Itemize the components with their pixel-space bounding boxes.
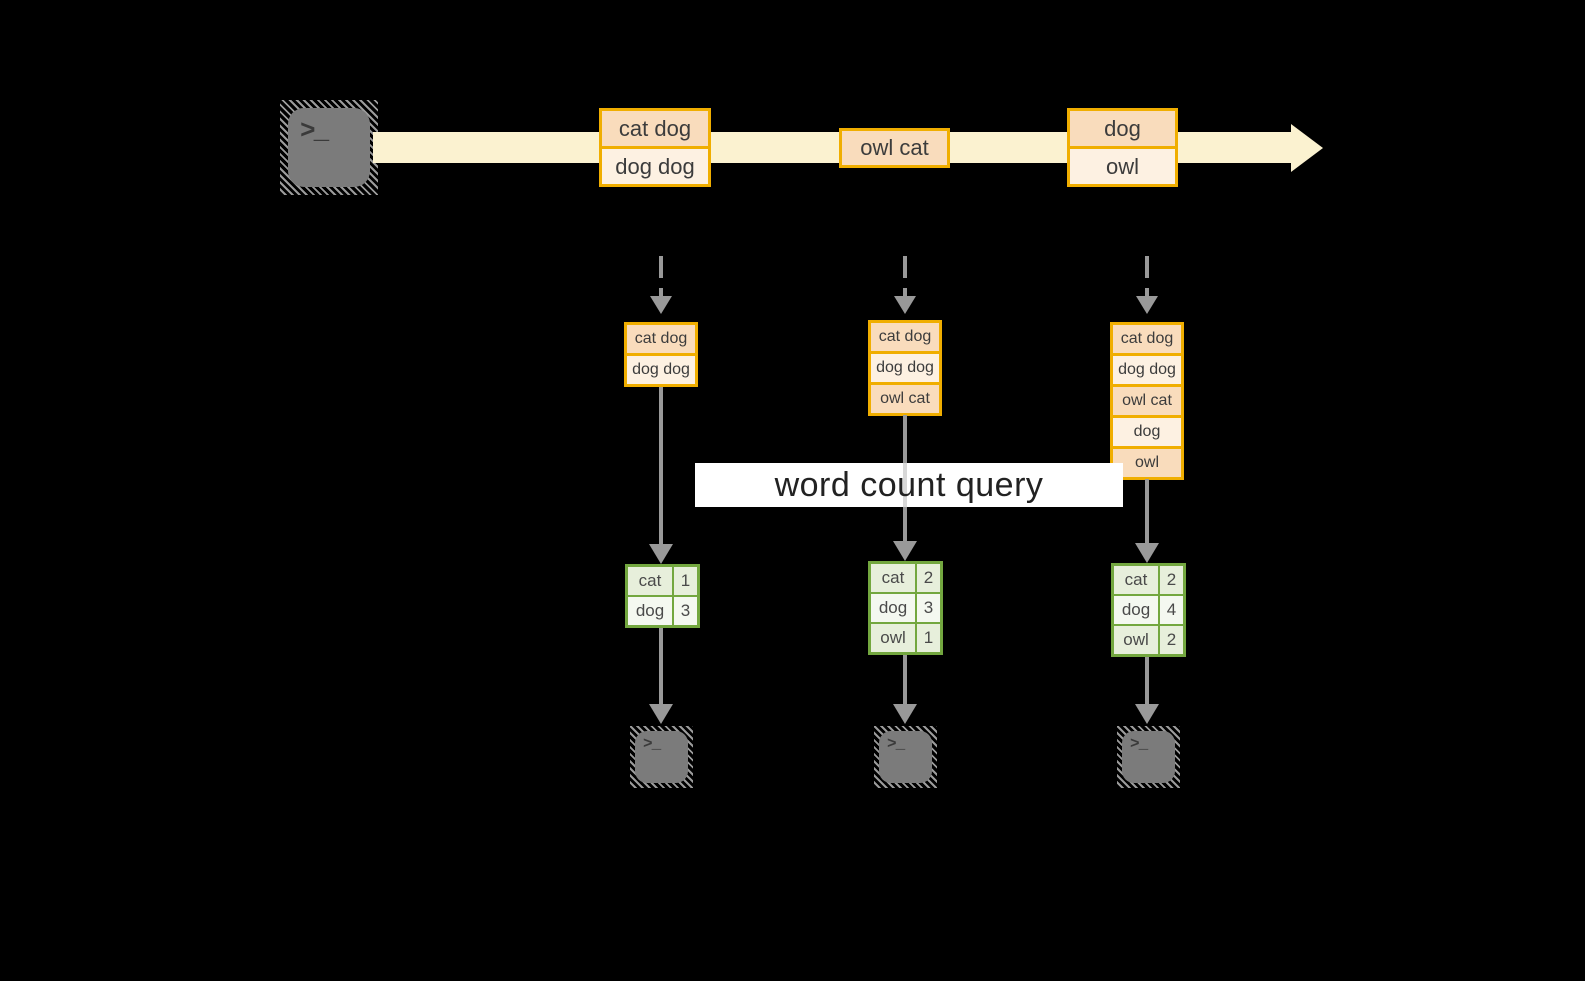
query-band	[695, 463, 1123, 507]
input-row: dog dog	[627, 356, 695, 384]
result-count: 2	[1160, 566, 1183, 594]
input-row: dog dog	[1113, 356, 1181, 384]
result-word: cat	[871, 564, 915, 592]
input-row: cat dog	[627, 325, 695, 353]
output-arrowhead-icon	[893, 704, 917, 724]
dashed-arrow-line	[659, 256, 663, 296]
terminal-screen: >_	[879, 731, 932, 783]
result-count: 4	[1160, 596, 1183, 624]
result-count: 1	[674, 567, 697, 595]
result-table-3: cat 2 dog 4 owl 2	[1111, 563, 1186, 657]
input-row: cat dog	[871, 323, 939, 351]
dashed-arrow-line	[903, 256, 907, 296]
stream-batch-3: dog owl	[1067, 108, 1178, 187]
query-arrow-line	[659, 387, 663, 546]
terminal-prompt-icon: >_	[643, 735, 661, 753]
terminal-screen: >_	[635, 731, 688, 783]
sink-terminal-2: >_	[874, 726, 937, 788]
terminal-prompt-icon: >_	[1130, 735, 1148, 753]
output-arrow-line	[659, 628, 663, 706]
result-table-1: cat 1 dog 3	[625, 564, 700, 628]
result-table-2: cat 2 dog 3 owl 1	[868, 561, 943, 655]
input-row: dog dog	[871, 354, 939, 382]
dashed-arrowhead-icon	[650, 296, 672, 314]
stream-source-terminal: >_	[280, 100, 378, 195]
input-table-2: cat dog dog dog owl cat	[868, 320, 942, 416]
stream-record: owl cat	[842, 131, 947, 165]
output-arrowhead-icon	[649, 704, 673, 724]
query-arrow-line	[1145, 479, 1149, 543]
stream-timeline-arrowhead-icon	[1291, 124, 1323, 172]
input-row: cat dog	[1113, 325, 1181, 353]
result-word: dog	[871, 594, 915, 622]
stream-record: cat dog	[602, 111, 708, 146]
result-count: 1	[917, 624, 940, 652]
dashed-arrowhead-icon	[1136, 296, 1158, 314]
result-word: dog	[628, 597, 672, 625]
result-count: 2	[917, 564, 940, 592]
input-table-3: cat dog dog dog owl cat dog owl	[1110, 322, 1184, 480]
input-row: dog	[1113, 418, 1181, 446]
output-arrow-line	[1145, 657, 1149, 706]
query-arrowhead-icon	[893, 541, 917, 561]
sink-terminal-1: >_	[630, 726, 693, 788]
result-word: dog	[1114, 596, 1158, 624]
result-count: 3	[674, 597, 697, 625]
terminal-screen: >_	[288, 108, 370, 187]
result-word: owl	[871, 624, 915, 652]
output-arrow-line	[903, 655, 907, 706]
query-arrowhead-icon	[649, 544, 673, 564]
dashed-arrowhead-icon	[894, 296, 916, 314]
result-word: cat	[628, 567, 672, 595]
query-label: word count query	[774, 465, 1044, 504]
result-word: owl	[1114, 626, 1158, 654]
terminal-screen: >_	[1122, 731, 1175, 783]
stream-record: dog	[1070, 111, 1175, 146]
query-band-line-ghost	[903, 463, 907, 507]
input-row: owl	[1113, 449, 1181, 477]
result-word: cat	[1114, 566, 1158, 594]
stream-batch-2: owl cat	[839, 128, 950, 168]
stream-record: dog dog	[602, 149, 708, 184]
result-count: 2	[1160, 626, 1183, 654]
terminal-prompt-icon: >_	[887, 735, 905, 753]
query-arrowhead-icon	[1135, 543, 1159, 563]
terminal-prompt-icon: >_	[300, 116, 329, 146]
output-arrowhead-icon	[1135, 704, 1159, 724]
stream-record: owl	[1070, 149, 1175, 184]
input-table-1: cat dog dog dog	[624, 322, 698, 387]
stream-batch-1: cat dog dog dog	[599, 108, 711, 187]
dashed-arrow-line	[1145, 256, 1149, 296]
sink-terminal-3: >_	[1117, 726, 1180, 788]
result-count: 3	[917, 594, 940, 622]
input-row: owl cat	[871, 385, 939, 413]
input-row: owl cat	[1113, 387, 1181, 415]
